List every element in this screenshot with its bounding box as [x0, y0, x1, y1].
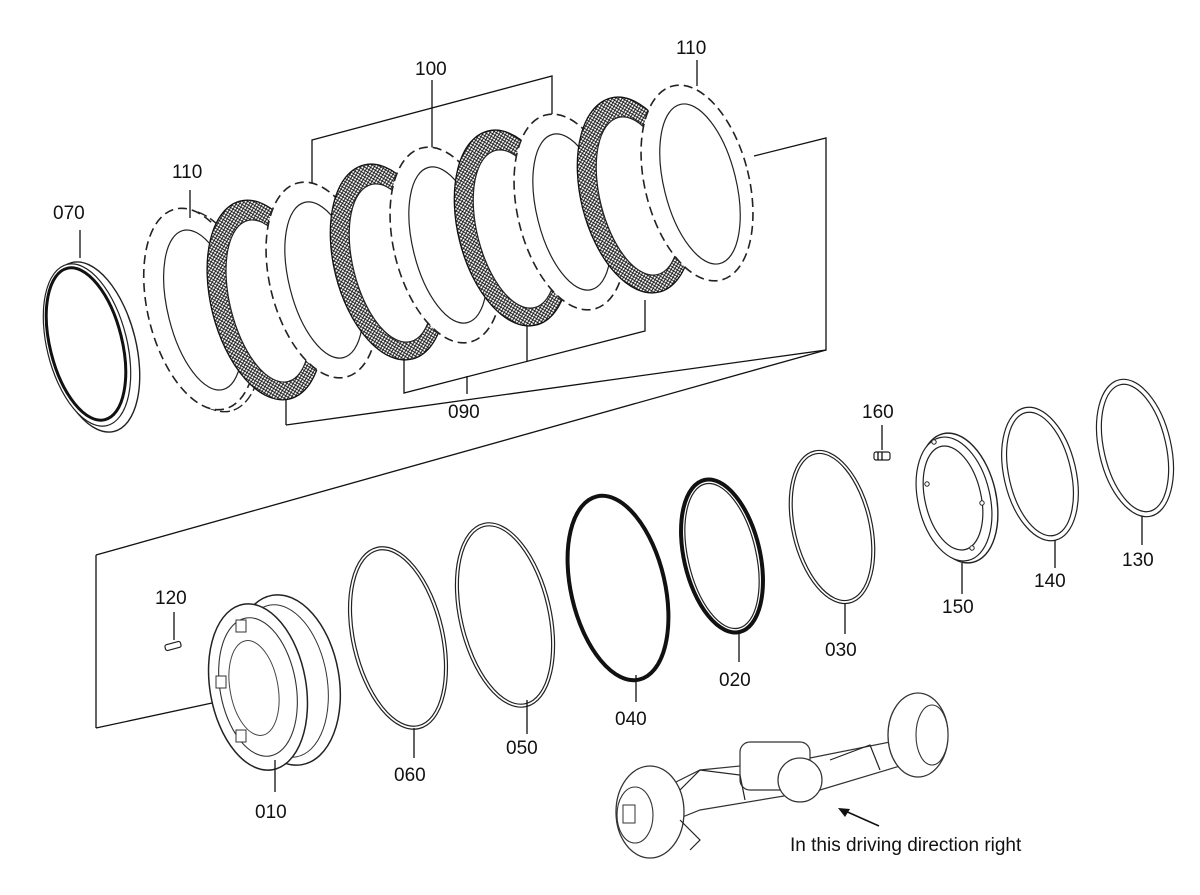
- ring-040: [565, 493, 671, 702]
- label-020: 020: [719, 670, 751, 691]
- ring-130: [1095, 378, 1175, 545]
- ring-030: [788, 449, 876, 634]
- label-030: 030: [825, 640, 857, 661]
- ring-060: [347, 546, 449, 758]
- label-150: 150: [942, 597, 974, 618]
- label-130: 130: [1122, 550, 1154, 571]
- piston-housing-010: [207, 594, 342, 792]
- label-060: 060: [394, 765, 426, 786]
- label-110-left: 110: [172, 162, 202, 183]
- lower-group-frame: [95, 349, 827, 729]
- ring-020: [679, 477, 765, 662]
- label-050: 050: [506, 738, 538, 759]
- label-160: 160: [862, 402, 894, 423]
- label-070: 070: [53, 203, 85, 224]
- axle-illustration: [615, 692, 949, 859]
- ring-140: [1001, 406, 1079, 568]
- label-100: 100: [415, 59, 447, 80]
- label-010: 010: [255, 802, 287, 823]
- bracket-100: [311, 75, 553, 190]
- plate-150: [915, 432, 999, 594]
- label-040: 040: [615, 709, 647, 730]
- pin-120: [164, 612, 182, 652]
- driving-direction-caption: In this driving direction right: [790, 835, 1022, 856]
- bracket-090: [403, 300, 646, 394]
- label-110-right: 110: [676, 38, 706, 59]
- label-120: 120: [155, 588, 187, 609]
- ring-050: [454, 522, 556, 734]
- end-plate-070: [42, 230, 141, 433]
- label-140: 140: [1034, 571, 1066, 592]
- steel-plate-110-right: [640, 60, 754, 282]
- label-090: 090: [448, 402, 480, 423]
- screw-160: [873, 425, 891, 461]
